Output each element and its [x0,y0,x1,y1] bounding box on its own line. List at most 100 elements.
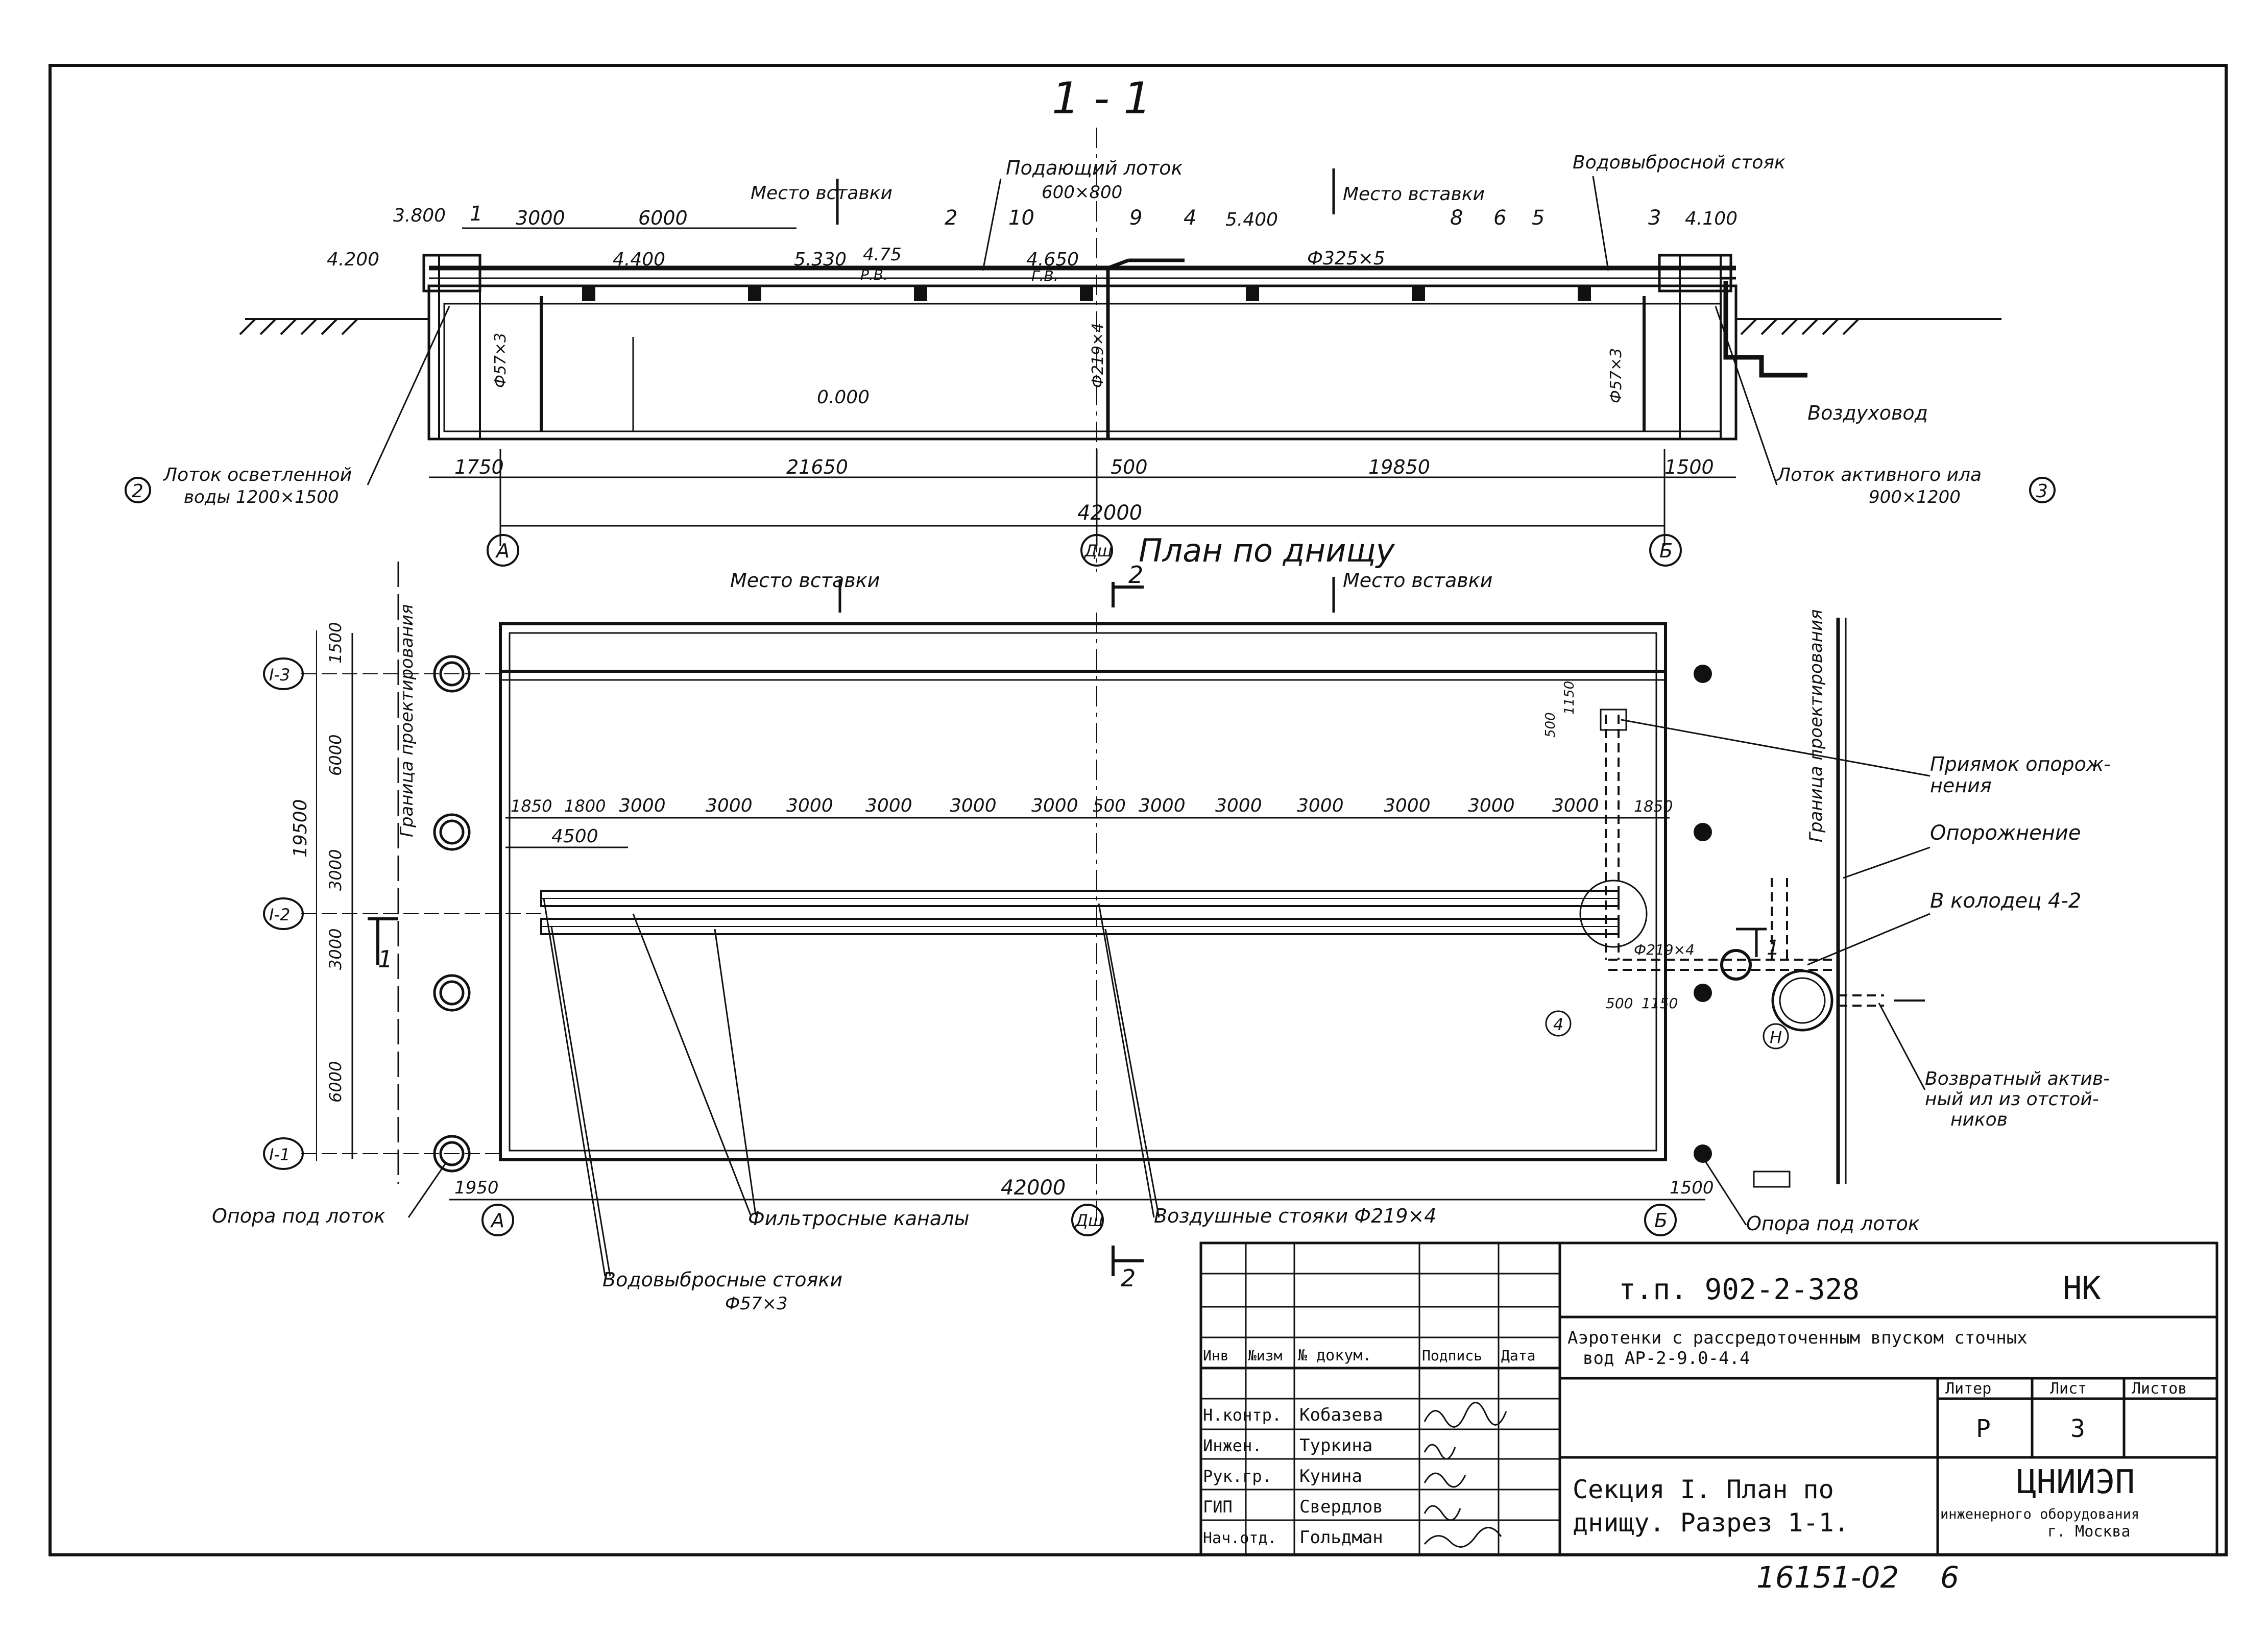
row-dim-7: 3000 [1031,795,1078,816]
axis-A-circle-bottom [481,1204,514,1236]
tb-sheet-title-2: днищу. Разрез 1-1. [1573,1508,1849,1538]
elev-5330: 5.330 [794,249,847,270]
cut-2-top: 2 [1128,561,1143,589]
tank-plan [499,613,1667,1225]
tb-org-sub: инженерного оборудования [1940,1506,2139,1522]
row-dim-10: 3000 [1215,795,1262,816]
mark-10: 10 [1008,206,1034,230]
support-dots-right [1694,665,1712,1163]
tb-name-4: Гольдман [1299,1527,1383,1548]
axis-A-bottom: А [490,1209,504,1232]
well-mark: Н [1770,1028,1782,1047]
tray-mark-2-circle [125,477,151,503]
ground-lines [239,318,2001,335]
dim-1500: 1500 [1664,456,1714,478]
tb-name-1: Туркина [1299,1435,1372,1456]
tb-letter: Р [1976,1414,1991,1443]
insert-place-right: Место вставки [1343,184,1485,205]
archive-number: 16151-02 [1756,1560,1899,1595]
tank-section [427,128,1807,572]
side-dim-6000-top: 6000 [326,735,345,776]
tray-mark-3: 3 [2036,481,2048,502]
tb-role-3: ГИП [1203,1497,1233,1517]
plan-overall: 42000 [1001,1176,1066,1200]
side-dim-total: 19500 [290,799,311,858]
elev-0000: 0.000 [817,387,870,408]
callout-return-1: Возвратный актив- [1925,1068,2110,1089]
side-dim-1500: 1500 [326,622,345,664]
callout-return-leader [1878,1003,1926,1090]
tb-sheet: 3 [2070,1414,2085,1443]
section-overall-dim: 42000 [1077,501,1142,525]
row-dim-4: 3000 [786,795,833,816]
row-dim-11: 3000 [1297,795,1344,816]
row-dim-13: 3000 [1468,795,1515,816]
axis-A-circle-top [487,534,519,567]
tb-subject-2: вод АР-2-9.0-4.4 [1583,1348,1750,1369]
tb-role-1: Инжен. [1203,1436,1262,1455]
top-dim-3000: 3000 [516,207,565,229]
feed-tray-label: Подающий лоток [1006,157,1183,179]
row-dim-6: 3000 [950,795,997,816]
callout-well: В колодец 4-2 [1930,889,2081,913]
row-I3-circle [263,657,304,690]
title-block: т.п. 902-2-328 НК Аэротенки с рассредото… [1199,1241,2218,1556]
clarified-water-tray-section [422,254,481,292]
dim-21650: 21650 [786,456,848,478]
axis-Dsh-circle-top [1080,534,1113,567]
section-title: 1 - 1 [1052,73,1151,124]
row-dim-9: 3000 [1139,795,1186,816]
mark-8: 8 [1450,206,1463,230]
callout-air-leader-2 [1104,929,1160,1218]
callout-water-leader-1 [543,898,606,1277]
tray-clarified-leader [367,306,450,485]
elev-5400: 5.400 [1225,209,1278,230]
tray-sludge-text1: Лоток активного ила [1776,465,1982,485]
page-number: 6 [1940,1560,1959,1595]
section-1-1: 1 - 1 [125,73,2056,572]
plan-view: А Дш Б План по днищу Место вставки Место… [212,532,2111,1314]
riser-57-right: Ф57×3 [1607,348,1625,403]
row-dim-2: 3000 [619,795,666,816]
axis-B-bottom: Б [1654,1209,1668,1232]
cut-1-right-mark [1736,928,1767,957]
mark-6: 6 [1493,206,1506,230]
pit-dim-500-bottom: 500 [1606,995,1633,1012]
elev-3800: 3.800 [393,205,446,226]
axis-Dsh-circle-bottom [1071,1204,1104,1236]
axis-Dsh-top: Дш [1083,541,1112,560]
tray-sludge-text2: 900×1200 [1869,487,1961,507]
row-dim-3: 3000 [706,795,753,816]
tb-h-izm: №изм [1248,1347,1283,1364]
riser-219-mid: Ф219×4 [1089,323,1107,388]
row-dim-14: 3000 [1552,795,1599,816]
row-dim-1: 1800 [564,796,606,816]
callout-support-right: Опора под лоток [1746,1212,1920,1235]
mark-9: 9 [1129,206,1142,230]
plan-insert-right: Место вставки [1343,569,1492,592]
callout-filter-leader-1 [632,913,752,1215]
tray-clarified-text2: воды 1200×1500 [184,487,339,507]
mark-1: 1 [470,202,482,226]
row-I2-circle [263,897,304,930]
tb-sheet-title-1: Секция I. План по [1573,1475,1834,1504]
cut-2-top-mark [1112,582,1144,607]
row-dim-8: 500 [1093,796,1126,816]
feed-tray-size: 600×800 [1042,182,1122,203]
tb-mark: НК [2063,1270,2101,1307]
cut-1-right: 1 [1767,936,1779,960]
tb-sheet-h: Лист [2050,1380,2087,1398]
tb-name-0: Кобазева [1299,1405,1383,1425]
axis-B-circle-top [1649,534,1682,567]
row-dim-0: 1850 [511,796,552,816]
row-I2: I-2 [269,905,290,924]
cut-2-bottom-mark [1112,1246,1144,1276]
callout-air-risers: Воздушные стояки Ф219×4 [1154,1205,1437,1227]
tb-role-4: Нач.отд. [1203,1529,1277,1547]
pit-dim-1150-bottom: 1150 [1642,995,1678,1012]
sludge-tray-section [1658,254,1732,292]
tb-h-doc: № докум. [1298,1347,1372,1364]
tray-mark-3-circle [2029,477,2056,503]
mark-3: 3 [1648,206,1661,230]
